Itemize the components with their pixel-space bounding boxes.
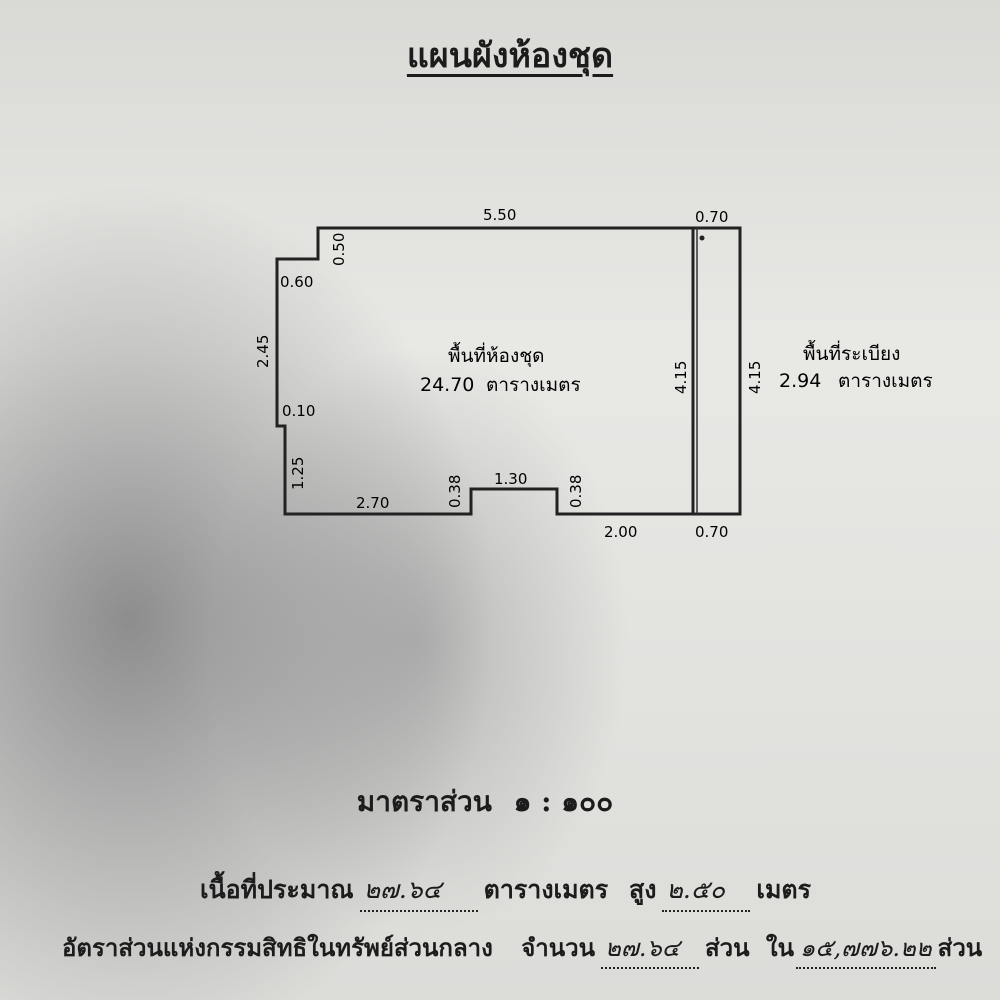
dim-right-room: 4.15 — [672, 361, 690, 394]
approx-area-label: เนื้อที่ประมาณ — [200, 875, 354, 904]
dim-recess-width: 1.30 — [494, 470, 527, 488]
balcony-area-unit: ตารางเมตร — [838, 370, 933, 392]
approx-area-value: ๒๗.๖๔ — [359, 870, 478, 912]
marker-dot — [699, 235, 705, 241]
dim-top-main: 5.50 — [483, 206, 516, 224]
in-label: ใน — [765, 933, 795, 962]
scale-line: มาตราส่วน ๑ : ๑๐๐ — [0, 780, 970, 824]
room-area-unit: ตารางเมตร — [486, 374, 581, 396]
balcony-outline — [693, 226, 742, 516]
approx-area-unit: ตารางเมตร — [483, 875, 609, 904]
dim-bottom-left: 2.70 — [356, 494, 389, 512]
room-outline — [275, 226, 695, 516]
height-value: ๒.๕๐ — [662, 870, 751, 912]
balcony-area-value: 2.94 — [779, 370, 821, 392]
page-title: แผนผังห้องชุด — [406, 36, 614, 76]
ownership-ratio-line: อัตราส่วนแห่งกรรมสิทธิในทรัพย์ส่วนกลาง จ… — [62, 928, 982, 969]
scale-value: ๑ : ๑๐๐ — [513, 785, 614, 818]
parts-label: ส่วน — [705, 933, 750, 962]
balcony-area-label: พื้นที่ระเบียง — [803, 340, 900, 365]
total-value: ๑๕,๗๗๖.๒๒ — [796, 928, 936, 969]
scale-label: มาตราส่วน — [356, 785, 492, 818]
approx-area-line: เนื้อที่ประมาณ๒๗.๖๔ตารางเมตร สูง๒.๕๐เมตร — [200, 870, 811, 912]
amount-label: จำนวน — [521, 933, 596, 962]
dim-left-upper: 2.45 — [254, 335, 272, 368]
dim-bottom-balcony: 0.70 — [695, 523, 728, 541]
dim-notch-vertical: 0.50 — [330, 233, 348, 266]
dim-notch-horizontal: 0.60 — [280, 273, 313, 291]
height-unit: เมตร — [756, 875, 812, 904]
room-area-label: พื้นที่ห้องชุด — [448, 342, 544, 368]
dim-left-lower: 1.25 — [289, 457, 307, 490]
dim-bottom-right: 2.00 — [604, 523, 637, 541]
dim-step-small: 0.10 — [282, 402, 315, 420]
dim-recess-right: 0.38 — [567, 475, 585, 508]
height-label: สูง — [628, 875, 657, 904]
dim-top-balcony: 0.70 — [695, 208, 728, 226]
room-area-value: 24.70 — [420, 374, 474, 396]
amount-value: ๒๗.๖๔ — [601, 928, 700, 969]
ownership-ratio-label: อัตราส่วนแห่งกรรมสิทธิในทรัพย์ส่วนกลาง — [62, 933, 493, 962]
dim-recess-left: 0.38 — [446, 475, 464, 508]
total-unit: ส่วน — [937, 933, 983, 962]
dim-right-balcony: 4.15 — [746, 361, 764, 394]
